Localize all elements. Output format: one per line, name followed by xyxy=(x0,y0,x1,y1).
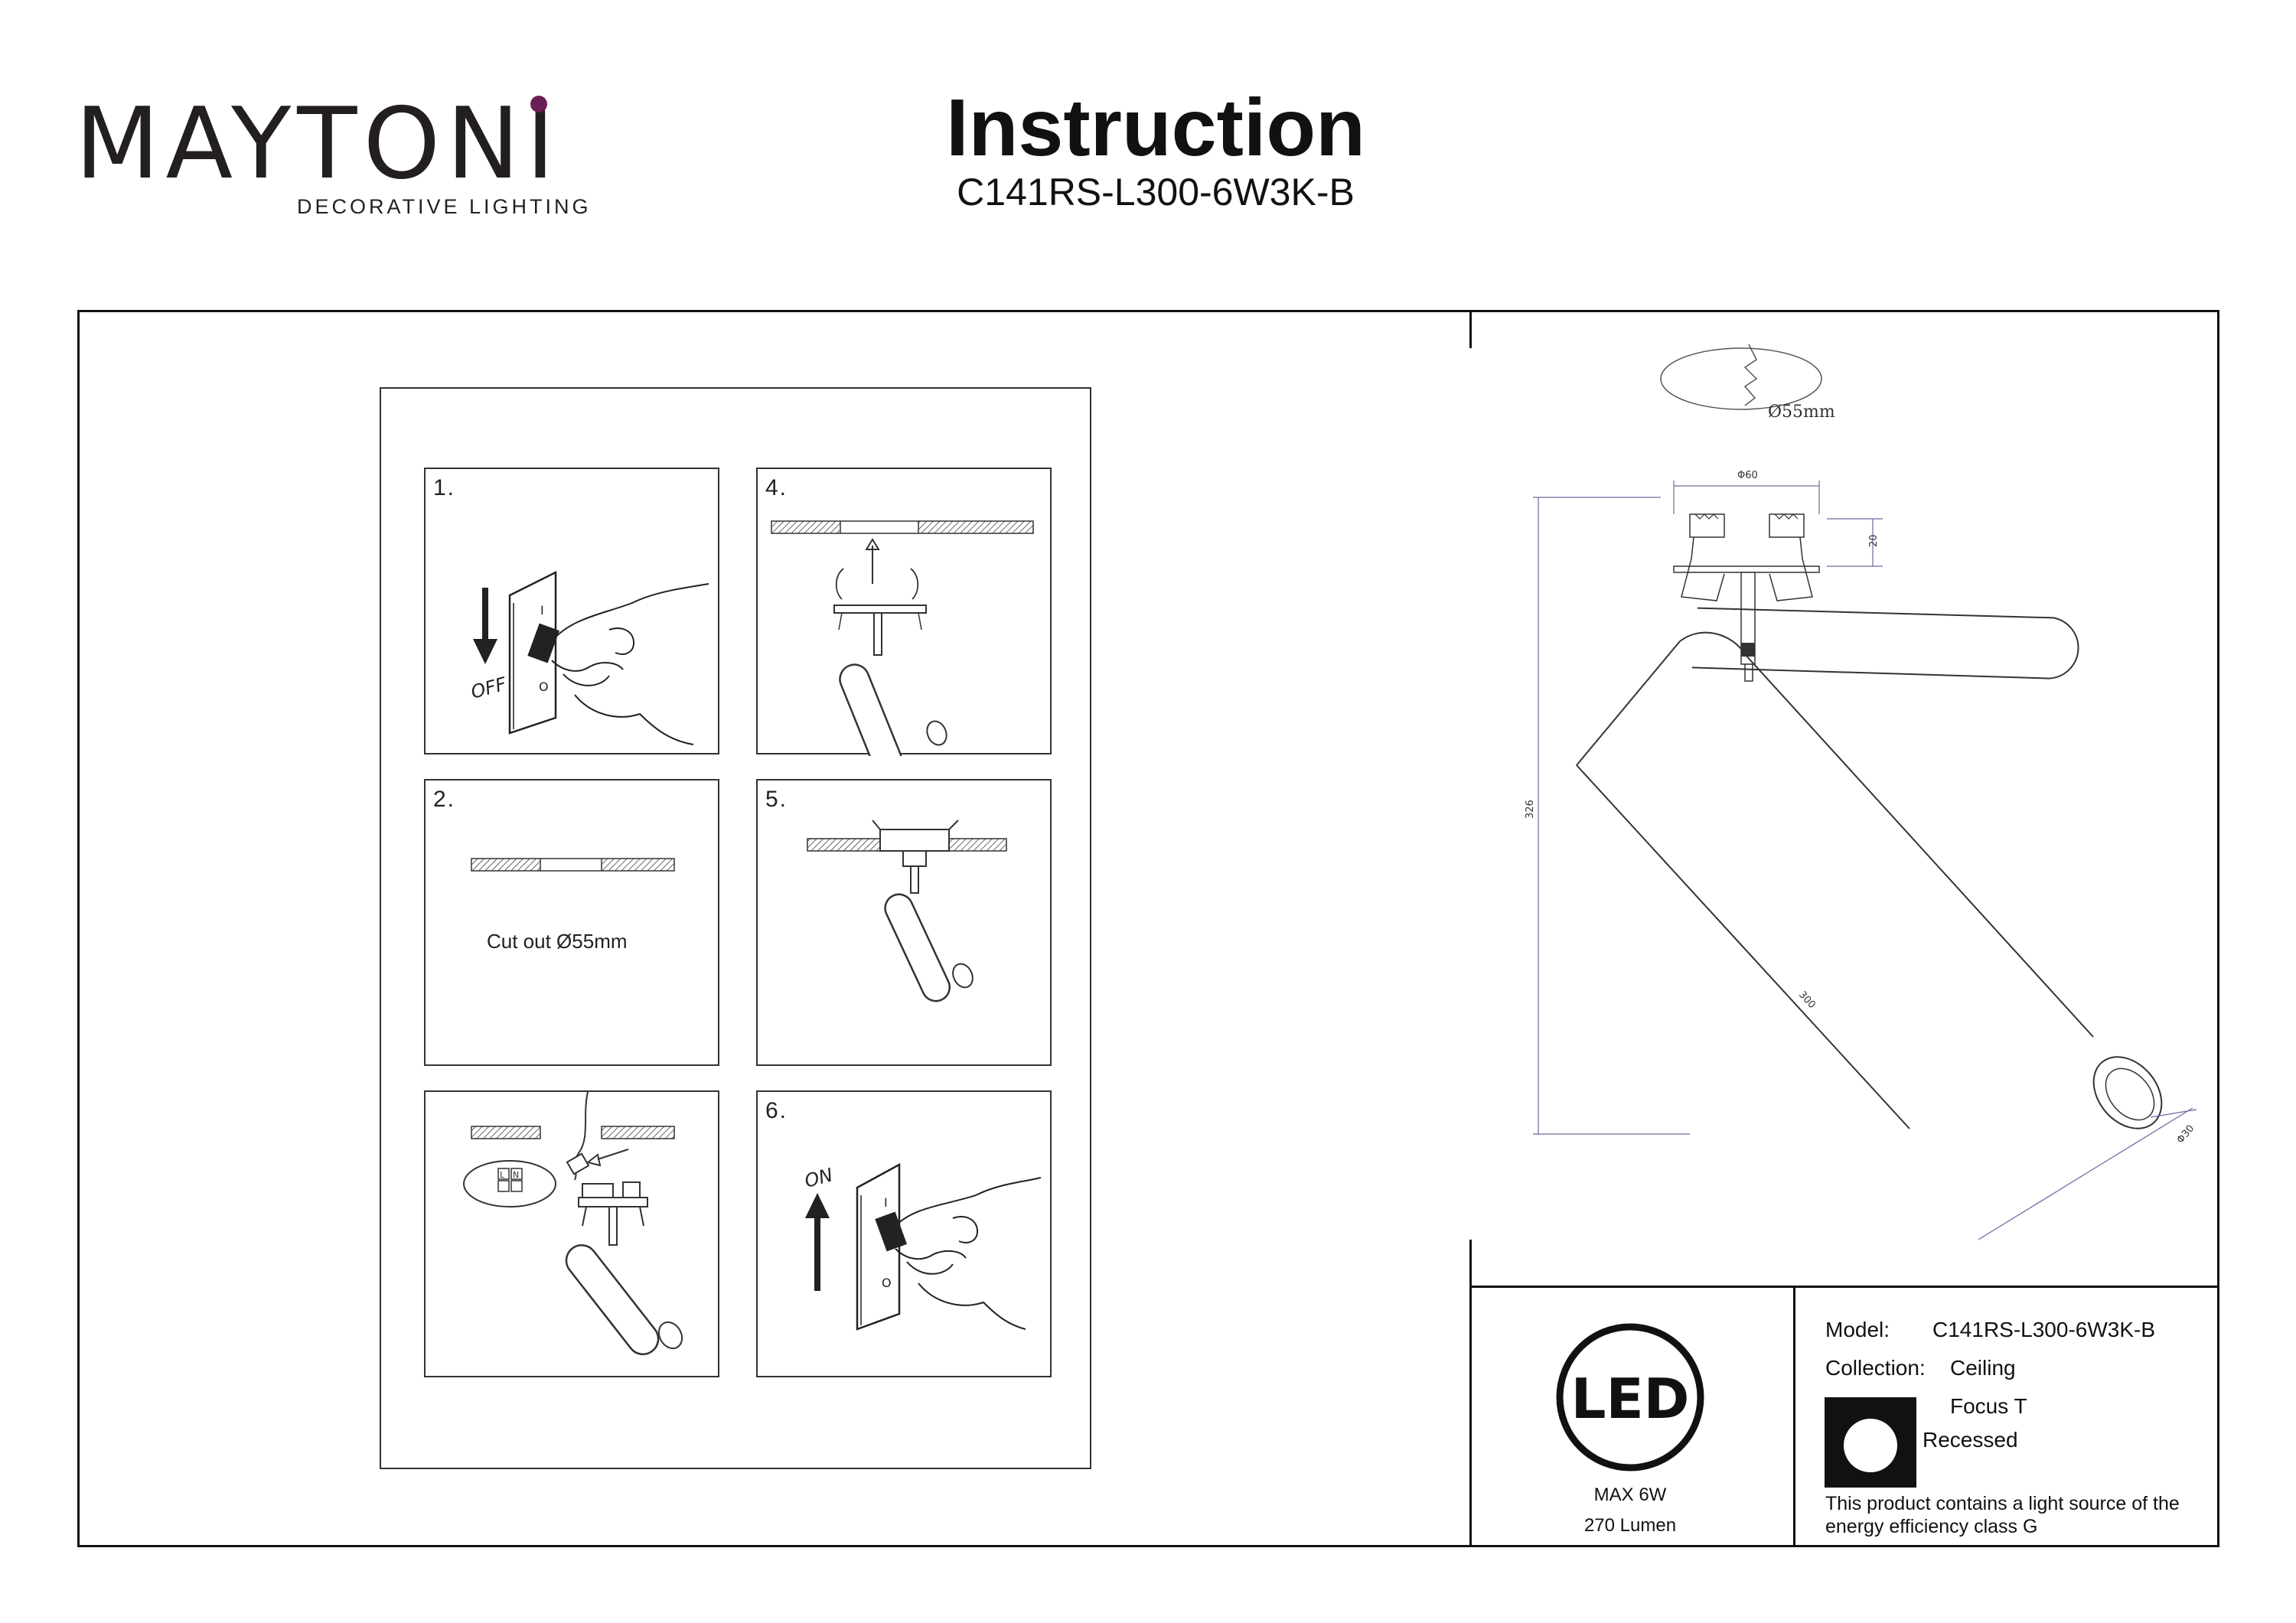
ceiling-cutout-illustration xyxy=(471,858,675,872)
lumen-value: 270 Lumen xyxy=(1583,1515,1677,1536)
cutout-dimension: Ø55mm xyxy=(1768,402,1835,422)
step-4-panel: 4. xyxy=(756,468,1052,756)
collection-value: Ceiling xyxy=(1950,1356,2016,1380)
model-code-header: C141RS-L300-6W3K-B xyxy=(957,171,1355,213)
wiring-illustration: L N xyxy=(463,1092,683,1355)
model-value: C141RS-L300-6W3K-B xyxy=(1932,1318,2156,1341)
mounted-fixture-illustration xyxy=(807,820,1007,1002)
led-text: LED xyxy=(1571,1367,1690,1431)
switch-i-mark: I xyxy=(540,603,544,618)
step-3-panel: L N xyxy=(424,1090,719,1377)
step-number: 1. xyxy=(433,475,456,500)
brand-tagline: DECORATIVE LIGHTING xyxy=(297,195,592,218)
switch-off-label: OFF xyxy=(468,673,509,702)
switch-o-mark: O xyxy=(882,1276,892,1290)
dim-body-diameter: Φ30 xyxy=(2175,1123,2197,1146)
dim-top-height: 20 xyxy=(1868,534,1880,547)
switch-o-mark: O xyxy=(539,680,549,694)
dim-total-height: 326 xyxy=(1525,800,1536,819)
divider-top-tick xyxy=(1469,310,1472,348)
cutout-caption: Cut out Ø55mm xyxy=(487,930,628,953)
energy-note: This product contains a light source of … xyxy=(1825,1493,2180,1537)
terminal-n-label: N xyxy=(513,1170,519,1180)
divider-info xyxy=(1793,1286,1795,1546)
switch-i-mark: I xyxy=(884,1195,888,1210)
brand-logo-dot xyxy=(530,96,547,112)
brand-name: MAYTONI xyxy=(75,87,561,201)
series-name: Focus T xyxy=(1950,1394,2027,1418)
step-number: 2. xyxy=(433,787,456,812)
content-frame xyxy=(77,310,2219,1547)
energy-class-dot xyxy=(1844,1419,1897,1472)
dim-top-width: Φ60 xyxy=(1737,470,1758,481)
energy-class-badge xyxy=(1825,1397,1916,1488)
divider-vertical xyxy=(1469,1240,1472,1546)
switch-off-illustration: OFF I O xyxy=(468,570,709,745)
max-power: MAX 6W xyxy=(1593,1484,1667,1505)
terminal-l-label: L xyxy=(500,1170,505,1180)
page-title: Instruction xyxy=(946,83,1365,173)
switch-on-label: ON xyxy=(802,1164,835,1192)
insert-fixture-illustration xyxy=(771,520,1034,756)
led-icon: LED xyxy=(1556,1323,1704,1471)
mount-type: Recessed xyxy=(1923,1428,2018,1452)
technical-drawing: Ø55mm Φ60 20 326 300 Φ30 xyxy=(1525,344,2197,1240)
brand-logo: MAYTONI DECORATIVE LIGHTING xyxy=(75,96,589,226)
instruction-sheet: 1. OFF I O 2. xyxy=(380,387,1091,1469)
step-number: 6. xyxy=(765,1098,788,1123)
model-label: Model: xyxy=(1825,1318,1890,1341)
switch-on-illustration: ON I O xyxy=(802,1162,1042,1331)
step-1-panel: 1. OFF I O xyxy=(424,468,719,754)
step-5-panel: 5. xyxy=(756,779,1052,1066)
step-number: 4. xyxy=(765,475,788,500)
step-2-panel: 2. Cut out Ø55mm xyxy=(424,779,719,1066)
divider-horizontal xyxy=(1469,1286,2219,1288)
step-6-panel: 6. ON I O xyxy=(756,1090,1052,1377)
collection-label: Collection: xyxy=(1825,1356,1926,1380)
step-number: 5. xyxy=(765,787,788,812)
